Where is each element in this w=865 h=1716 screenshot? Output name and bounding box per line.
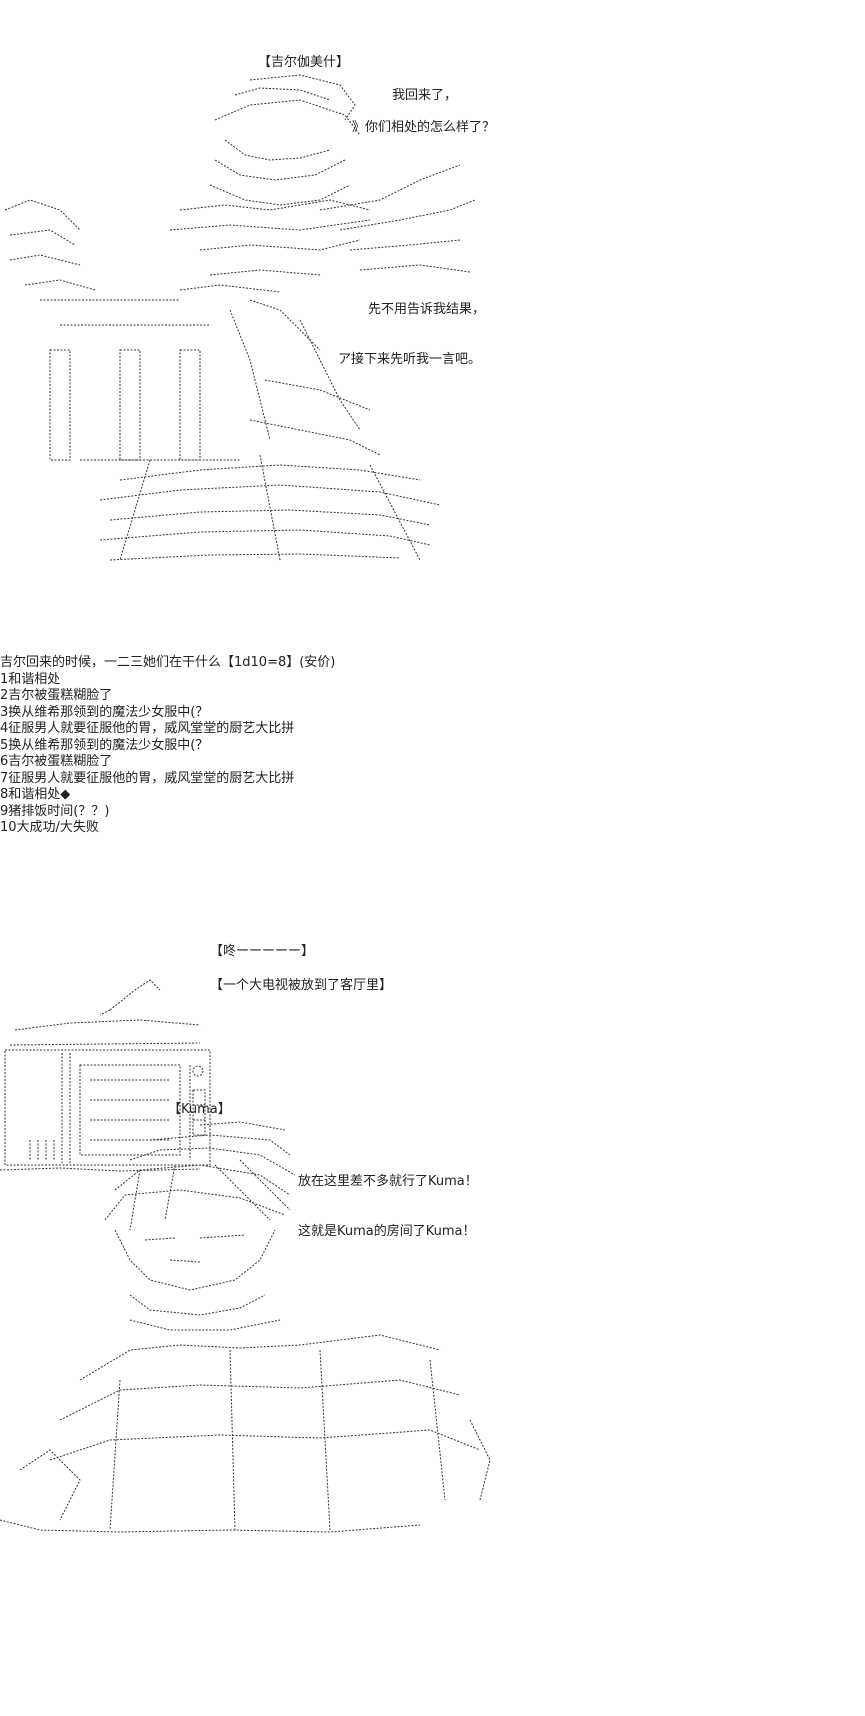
dialogue-line: 》你们相处的怎么样了？ [352,120,496,135]
kuma-ascii-art [0,1121,491,1533]
poll-option: 1和谐相处 [0,671,61,687]
poll-option: 5换从维希那领到的魔法少女服中(？ [0,737,209,753]
television-ascii-art [0,979,211,1172]
poll-option: 6吉尔被蛋糕糊脸了 [0,754,113,769]
poll-option: 2吉尔被蛋糕糊脸了 [0,688,113,703]
poll-question: 吉尔回来的时候，一二三她们在干什么【1d10=8】(安价) [0,655,336,670]
dialogue-line: ア接下来先听我一言吧。 [338,352,482,367]
poll-option: 10大成功/大失败 [0,820,99,835]
speaker-label: 【吉尔伽美什】 [258,55,350,70]
poll-option: 3换从维希那领到的魔法少女服中(？ [0,704,209,720]
sound-effect: 【咚ーーーーー】 [210,944,315,959]
speaker-label: 【Kuma】 [168,1102,231,1117]
gilgamesh-ascii-art [4,74,476,561]
narration: 【一个大电视被放到了客厅里】 [210,978,393,993]
dialogue-line: 这就是Kuma的房间了Kuma！ [298,1224,476,1239]
poll-option: 8和谐相处◆ [0,787,71,802]
dialogue-line: 先不用告诉我结果， [368,302,486,317]
poll-block: 吉尔回来的时候，一二三她们在干什么【1d10=8】(安价) 1和谐相处 2吉尔被… [0,655,335,837]
dialogue-line: 放在这里差不多就行了Kuma！ [298,1174,478,1189]
poll-option: 9猪排饭时间(？？) [0,803,110,819]
poll-option: 7征服男人就要征服他的胃，威风堂堂的厨艺大比拼 [0,770,295,786]
poll-option: 4征服男人就要征服他的胃，威风堂堂的厨艺大比拼 [0,721,295,736]
dialogue-line: 我回来了， [392,88,458,103]
